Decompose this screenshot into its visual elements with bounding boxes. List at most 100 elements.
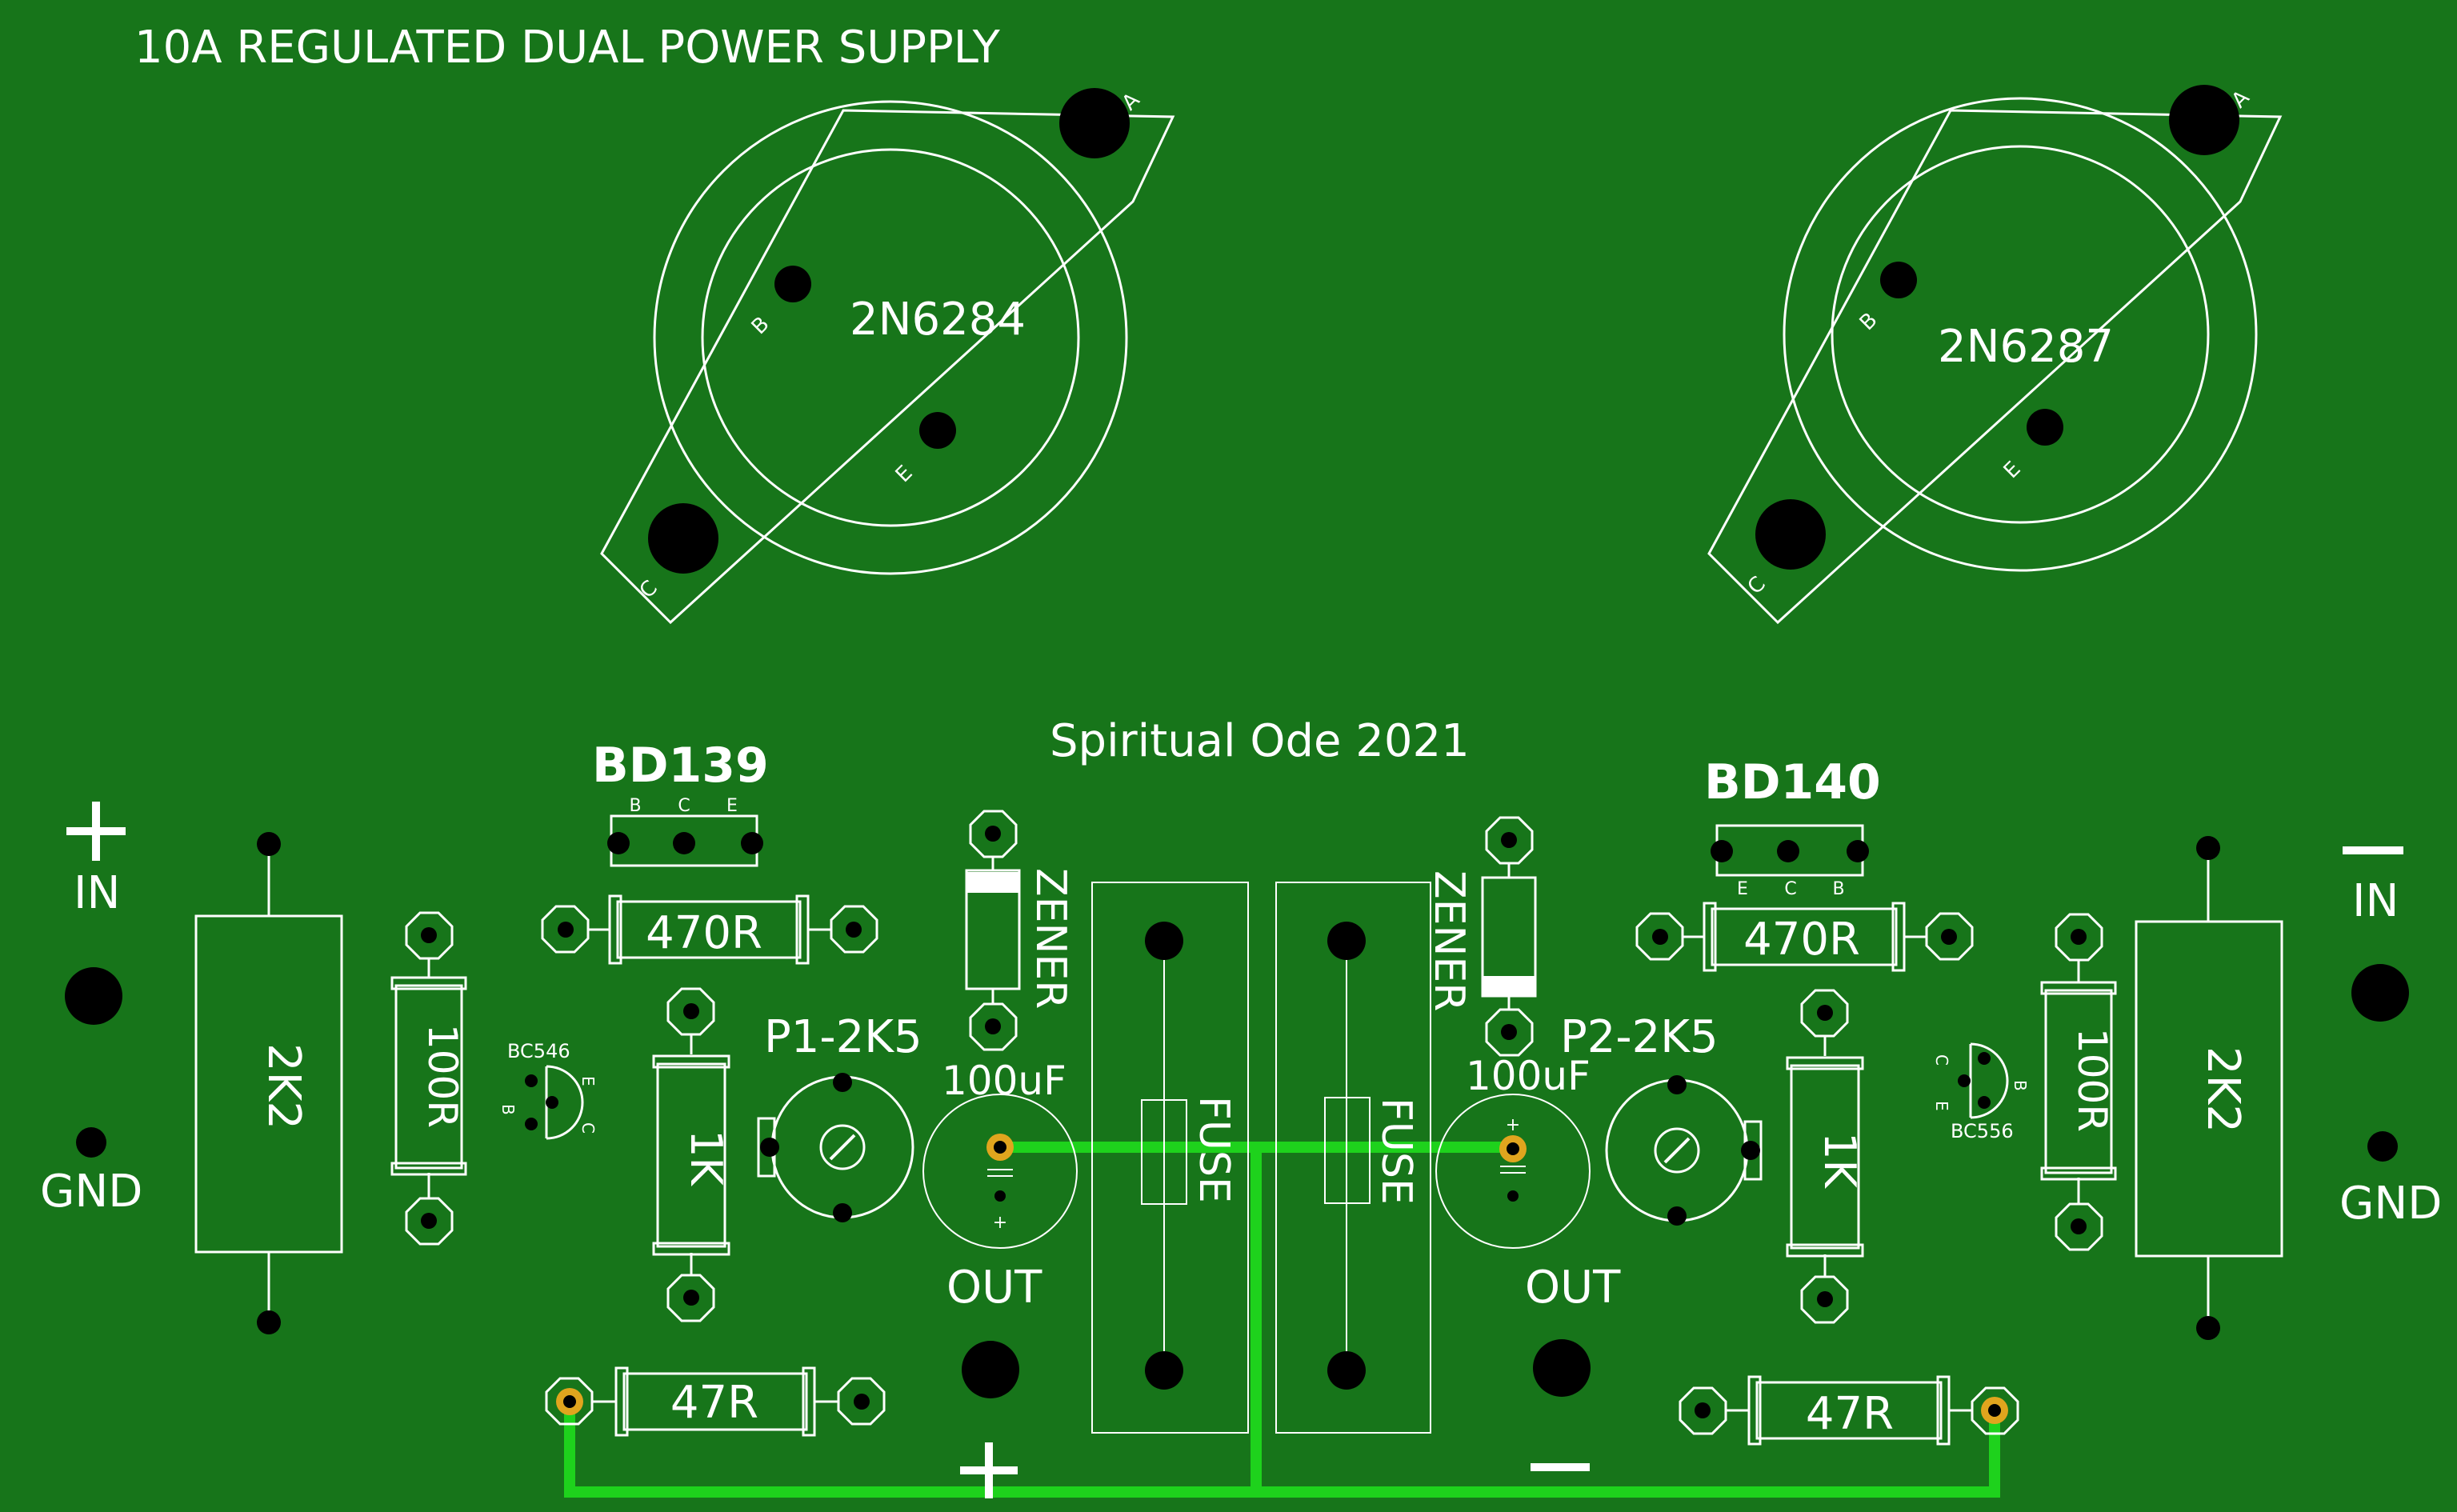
resistor-1k-right [1786,989,1864,1324]
resistor-label: 2K2 [2197,1046,2249,1133]
resistor-label: 1K [1815,1132,1865,1189]
to3-outline-left [600,109,1175,625]
drill-hole [1652,929,1668,945]
resistor-2k2-right [2135,836,2283,1340]
cap-left-label: 100uF [942,1058,1066,1104]
resistor-label: 2K2 [258,1043,310,1130]
zener-left [965,810,1021,1051]
zener-band [966,872,1019,893]
to3-transistor-left [600,100,1175,625]
to3-label-right: 2N6287 [1938,321,2114,373]
pot-left [757,1073,914,1222]
to3-label-left: 2N6284 [850,294,1026,346]
terminal-out-left [962,1341,1019,1398]
drill-hole [421,927,437,943]
out-minus-sign [1531,1463,1590,1471]
polarity-label: + [1506,1115,1520,1135]
drill-hole [2027,409,2063,446]
pin-label: B [2011,1080,2030,1091]
drill-hole [1145,922,1183,960]
drill-hole [985,1018,1001,1034]
resistor-47r-left [545,1366,886,1437]
resistor-label: 1K [681,1130,731,1186]
drill-hole [1501,1024,1517,1040]
pin-label: B [629,796,641,816]
fuse-right-label: FUSE [1372,1098,1420,1205]
drill-hole [1817,1291,1833,1307]
pin-label: B [1832,879,1844,899]
drill-hole [846,922,862,938]
board-title: 10A REGULATED DUAL POWER SUPPLY [134,22,1001,74]
in-left-label: IN [74,867,120,919]
resistor-label: 470R [1743,914,1860,966]
fuse-left-label: FUSE [1190,1096,1238,1203]
zener-right-label: ZENER [1425,870,1473,1011]
mount-hole [1755,499,1826,570]
minus-sign [2343,846,2403,854]
pin-label: C [1932,1054,1951,1066]
bd139-label: BD139 [592,738,769,794]
mount-hole [648,503,718,574]
drill-hole [1880,262,1917,298]
pot-right [1605,1075,1763,1226]
gnd-left-label: GND [40,1166,142,1218]
trace-left-return [564,1147,1262,1498]
resistor-label: 47R [1806,1388,1894,1440]
resistor-label: 100R [419,1024,466,1128]
pin-label: C [578,1122,598,1134]
bc556-transistor [1958,1042,2009,1119]
to3-body-left [653,100,1128,575]
copper-traces [564,1142,2000,1498]
resistor-label: 47R [670,1377,758,1429]
mount-hole [2169,85,2239,155]
in-right-label: IN [2352,875,2399,927]
to3-transistor-right [1707,97,2283,625]
resistor-2k2-left [194,832,343,1334]
drill-hole [1327,1351,1366,1390]
bd140-label: BD140 [1704,754,1881,810]
trace-right-return [1256,1410,2000,1498]
drill-hole [1817,1005,1833,1021]
drill-hole [919,412,956,449]
cap-right-label: 100uF [1466,1053,1591,1099]
drill-hole [1988,1404,2001,1417]
resistor-470r-right [1635,902,1974,972]
pin-label: E [578,1076,598,1086]
credit-text: Spiritual Ode 2021 [1050,715,1470,767]
terminal-gnd-right [2367,1131,2398,1162]
pin-label: E [1932,1101,1951,1111]
fuse-holder-left [1091,882,1249,1434]
out-right-label: OUT [1525,1262,1621,1314]
resistor-100r-left [390,911,467,1246]
bd140-transistor [1711,824,1869,877]
terminal-in-left [65,967,122,1025]
drill-hole [2071,929,2087,945]
polarity-label: + [993,1213,1007,1233]
drill-hole [683,1290,699,1306]
bc546-label: BC546 [507,1040,570,1062]
drill-hole [985,826,1001,842]
pin-label: C [678,796,690,816]
to3-cap-right [1831,145,2210,524]
drill-hole [2071,1218,2087,1234]
pin-label: B [498,1104,518,1115]
resistor-label: 100R [2069,1028,2115,1132]
drill-hole [421,1213,437,1229]
capacitor-right [1435,1094,1591,1249]
drill-hole [1695,1402,1711,1418]
drill-hole [683,1003,699,1019]
fuse-holder-right [1275,882,1431,1434]
bc556-label: BC556 [1951,1120,2014,1142]
plus-sign-v [92,802,100,861]
drill-hole [558,922,574,938]
drill-hole [1941,929,1957,945]
to3-body-right [1783,97,2258,572]
resistor-47r-right [1679,1375,2019,1446]
mount-hole [1059,88,1130,158]
terminal-gnd-left [76,1127,106,1158]
terminal-in-right [2351,964,2409,1022]
pin-label: C [1784,879,1796,899]
out-plus-sign-v [985,1442,993,1498]
